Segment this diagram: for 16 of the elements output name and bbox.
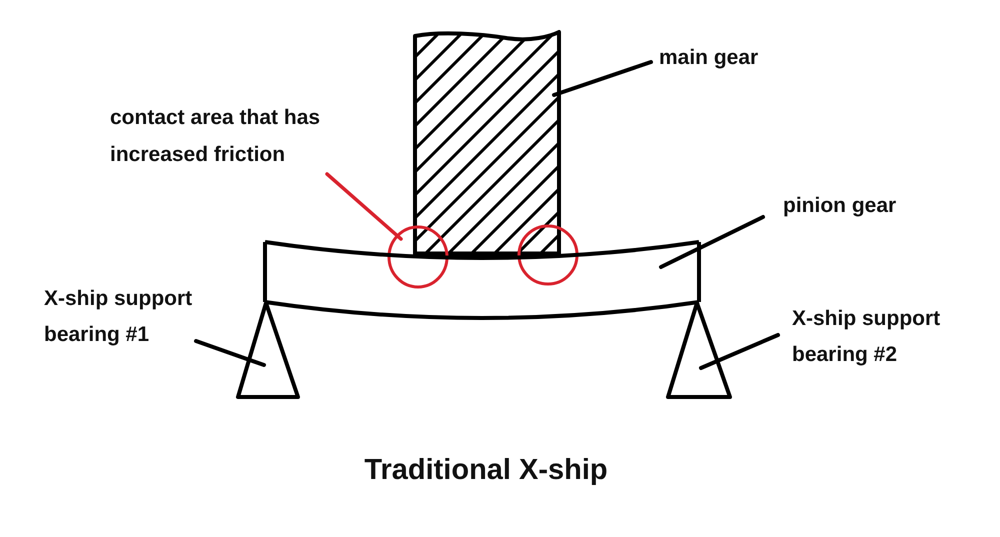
part-label: main gear [659,46,758,70]
highlight-ring [387,225,449,289]
curved-beam [262,239,702,321]
leader-line [699,333,780,370]
leader-line [659,215,765,269]
leader-line [325,172,403,241]
support-triangle [665,300,733,400]
part-label: X-ship support bearing #1 [44,281,195,353]
diagram-caption: Traditional X-ship [364,453,608,488]
support-triangle [235,300,301,400]
part-label: contact area that has increased friction [110,99,322,173]
highlight-ring [517,224,579,286]
part-label: X-ship support bearing #2 [792,301,948,373]
part-label: pinion gear [783,194,896,218]
leader-line [194,339,266,367]
leader-line [552,60,653,97]
